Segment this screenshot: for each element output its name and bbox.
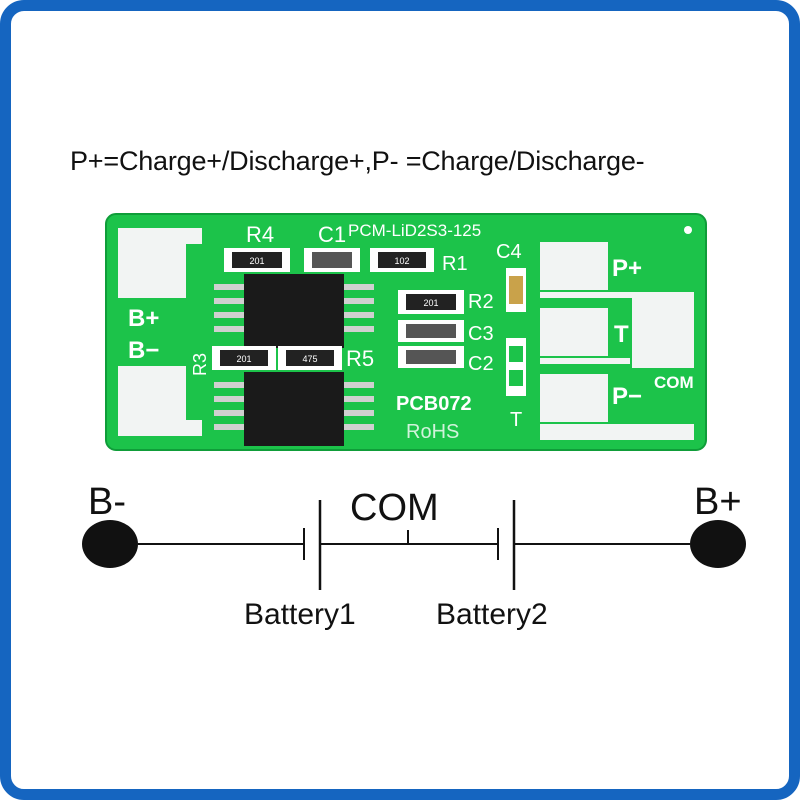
capacitor-c2 (398, 346, 464, 368)
svg-text:201: 201 (249, 256, 264, 266)
capacitor-c1 (304, 248, 360, 272)
label-battery1: Battery1 (244, 598, 356, 631)
label-t-bottom: T (510, 409, 522, 431)
label-com: COM (350, 487, 439, 529)
battery-schematic: B- B+ COM Battery1 Battery2 (82, 481, 746, 631)
pad-b-minus (118, 366, 186, 436)
pad-b-plus (118, 228, 186, 298)
label-r3: R3 (190, 353, 210, 376)
board-model: PCM-LiD2S3-125 (348, 221, 481, 240)
terminal-b-minus (82, 520, 138, 568)
label-r1: R1 (442, 253, 468, 275)
capacitor-c4 (506, 268, 526, 312)
svg-text:201: 201 (236, 354, 251, 364)
pcb-board: 201 102 201 475 201 (105, 213, 707, 451)
pad-t (540, 308, 608, 356)
label-p-plus: P+ (612, 255, 642, 282)
board-code: PCB072 (396, 393, 472, 415)
label-b-minus: B− (128, 337, 159, 364)
svg-text:201: 201 (423, 298, 438, 308)
svg-text:102: 102 (394, 256, 409, 266)
pad-p-minus (540, 374, 608, 422)
label-t-top: T (614, 321, 629, 348)
mosfet-top (214, 274, 374, 348)
pin-description-caption: P+=Charge+/Discharge+,P- =Charge/Dischar… (70, 146, 645, 176)
svg-text:475: 475 (302, 354, 317, 364)
label-com: COM (654, 373, 694, 392)
label-b-plus: B+ (128, 305, 159, 332)
thermistor-footprint (506, 338, 526, 396)
pad-p-plus (540, 242, 608, 290)
capacitor-c3 (398, 320, 464, 342)
resistor-r2: 201 (398, 290, 464, 314)
label-c2: C2 (468, 353, 494, 375)
rohs-mark: RoHS (406, 421, 459, 443)
label-p-minus: P− (612, 383, 642, 410)
resistor-r1: 102 (370, 248, 434, 272)
resistor-r3: 201 (212, 346, 276, 370)
label-r5: R5 (346, 346, 374, 371)
label-r2: R2 (468, 291, 494, 313)
pad-com (632, 296, 694, 368)
terminal-b-plus (690, 520, 746, 568)
label-terminal-b-plus: B+ (694, 481, 742, 523)
resistor-r5: 475 (278, 346, 342, 370)
label-c4: C4 (496, 241, 522, 263)
label-c1: C1 (318, 222, 346, 247)
mosfet-bottom (214, 372, 374, 446)
label-battery2: Battery2 (436, 598, 548, 631)
resistor-r4: 201 (224, 248, 290, 272)
mounting-dot (684, 226, 692, 234)
label-c3: C3 (468, 323, 494, 345)
label-r4: R4 (246, 222, 274, 247)
label-terminal-b-minus: B- (88, 481, 126, 523)
